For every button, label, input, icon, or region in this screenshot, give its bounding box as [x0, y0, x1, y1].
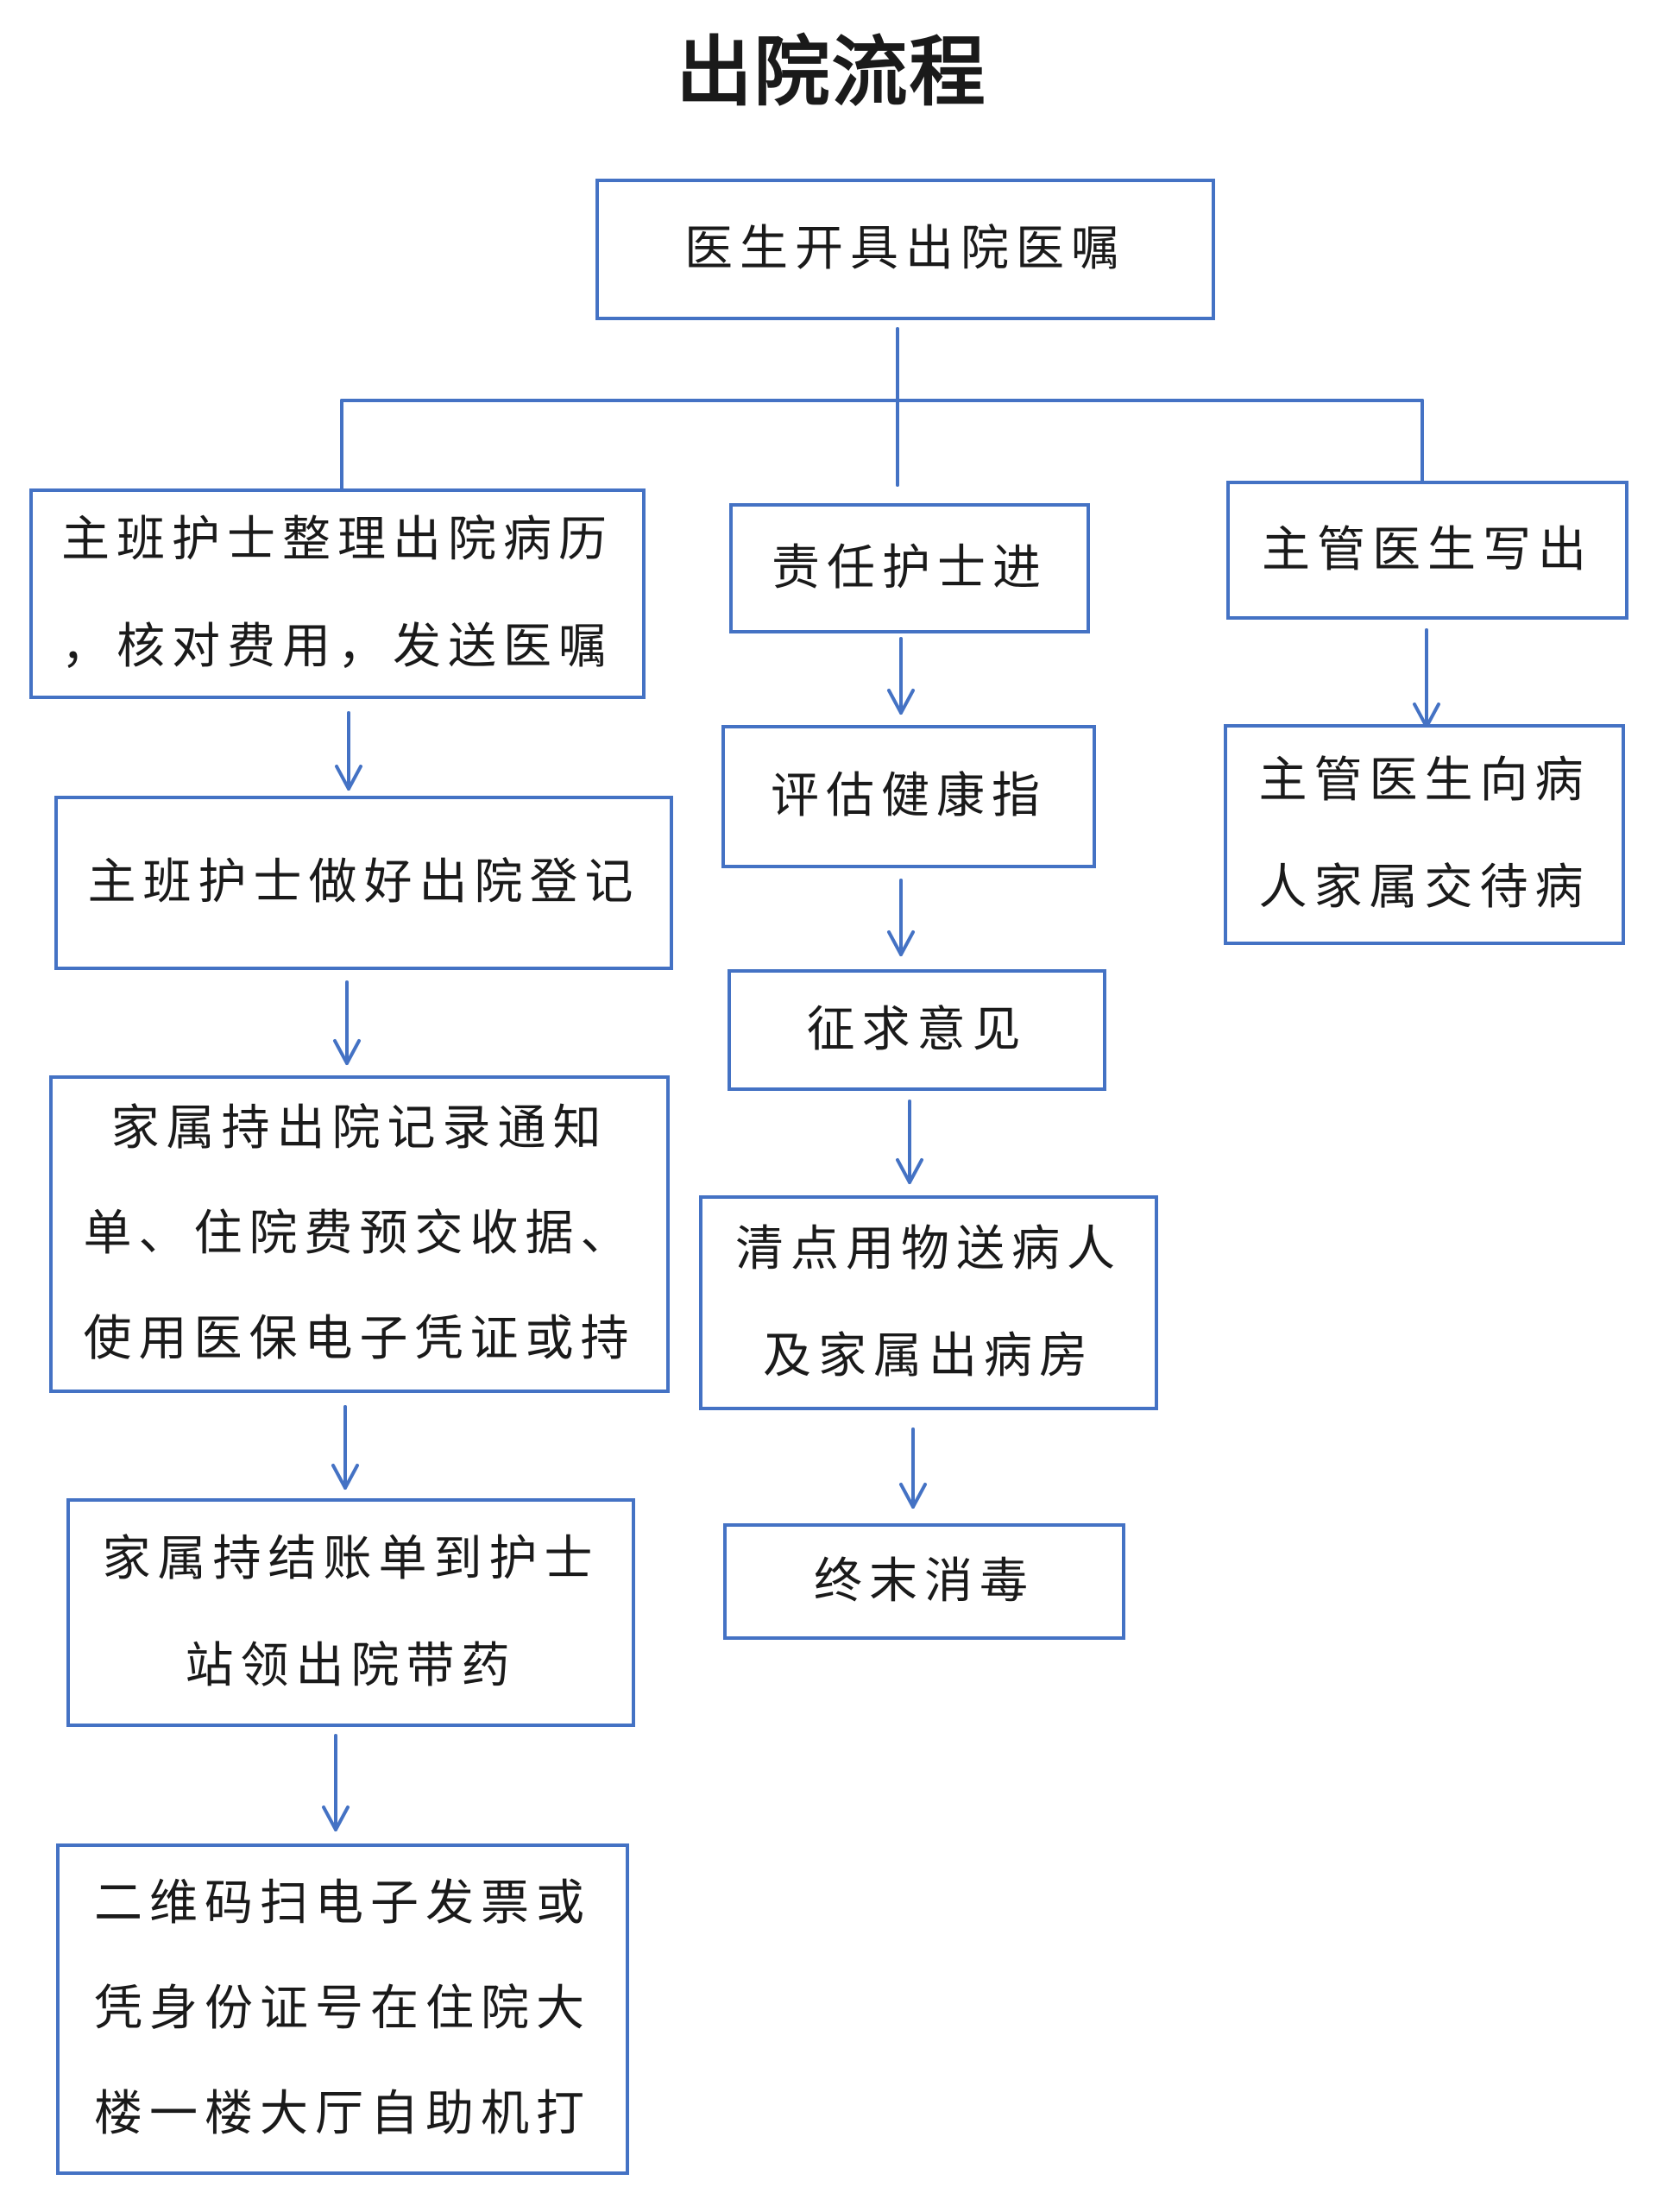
attending-doctor-writes-box: 主管医生写出 [1226, 481, 1628, 620]
node-text-line: 医生开具出院医嘱 [684, 221, 1126, 277]
family-collect-medicine-box: 家属持结账单到护士 站领出院带药 [66, 1498, 635, 1727]
node-text-line: 人家属交待病 [1258, 860, 1591, 916]
page-title: 出院流程 [676, 27, 987, 117]
node-text-line: 征求意见 [806, 1001, 1028, 1058]
node-text-line: 清点用物送病人 [735, 1220, 1122, 1277]
node-text-line: 主班护士做好出院登记 [87, 854, 640, 911]
node-text-line: 楼一楼大厅自助机打 [94, 2086, 591, 2142]
health-guidance-box: 评估健康指 [721, 725, 1096, 868]
node-text-line: 主管医生写出 [1262, 521, 1593, 578]
node-text-line: 主班护士整理出院病历 [61, 512, 614, 568]
solicit-opinions-box: 征求意见 [728, 969, 1106, 1091]
node-text-line: 使用医保电子凭证或持 [83, 1311, 636, 1367]
terminal-disinfection-box: 终末消毒 [723, 1523, 1125, 1640]
node-text-line: 主管医生向病 [1258, 753, 1591, 809]
node-text-line: 评估健康指 [771, 768, 1047, 824]
head-nurse-organize-records-box: 主班护士整理出院病历 ，核对费用，发送医嘱 [29, 488, 646, 699]
node-text-line: 家属持结账单到护士 [102, 1530, 600, 1587]
responsible-nurse-box: 责任护士进 [729, 503, 1090, 633]
node-text-line: 凭身份证号在住院大 [94, 1981, 591, 2037]
node-text-line: 站领出院带药 [185, 1637, 517, 1694]
arrow-head [887, 930, 915, 956]
node-text-line: 单、住院费预交收据、 [83, 1206, 636, 1262]
arrow-head [333, 1039, 361, 1065]
arrow-head [335, 765, 362, 791]
arrow-head [896, 1158, 923, 1184]
doctor-discharge-order-box: 医生开具出院医嘱 [595, 179, 1215, 320]
electronic-invoice-box: 二维码扫电子发票或 凭身份证号在住院大 楼一楼大厅自助机打 [56, 1843, 629, 2175]
arrow-head [331, 1464, 359, 1490]
arrow-head [899, 1483, 927, 1509]
head-nurse-discharge-registration-box: 主班护士做好出院登记 [54, 796, 673, 970]
node-text-line: 二维码扫电子发票或 [94, 1875, 591, 1932]
arrow-head [322, 1806, 350, 1831]
node-text-line: 及家属出病房 [763, 1327, 1094, 1384]
arrow-head [887, 689, 915, 715]
attending-doctor-explains-box: 主管医生向病 人家属交待病 [1224, 724, 1625, 945]
node-text-line: 责任护士进 [772, 539, 1048, 596]
node-text-line: ，核对费用，发送医嘱 [61, 619, 614, 675]
node-text-line: 家属持出院记录通知 [110, 1100, 608, 1156]
escort-patient-out-box: 清点用物送病人 及家属出病房 [699, 1195, 1158, 1410]
family-discharge-notice-box: 家属持出院记录通知 单、住院费预交收据、 使用医保电子凭证或持 [49, 1075, 670, 1393]
node-text-line: 终末消毒 [814, 1553, 1035, 1610]
